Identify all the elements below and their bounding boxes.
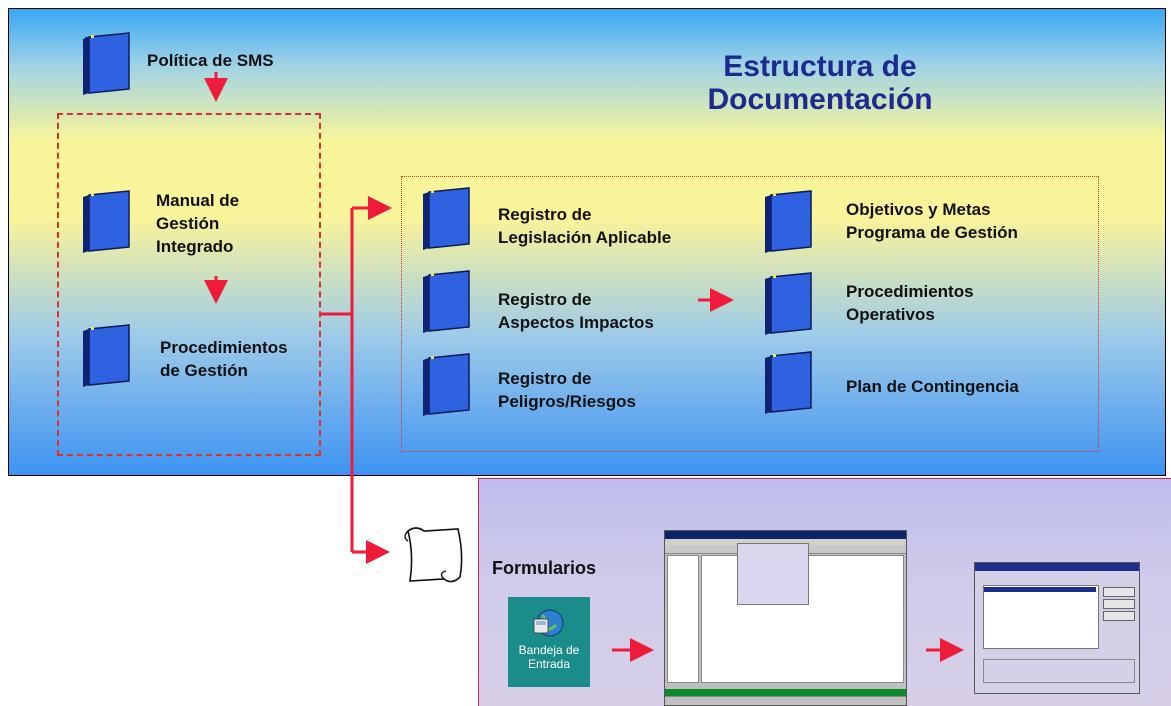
record-label-aspects: Registro de Aspectos Impactos — [498, 290, 654, 332]
binder-icon — [83, 32, 130, 95]
output-label-objectives: Objetivos y Metas Programa de Gestión — [846, 200, 1018, 242]
manual-label: Manual de Gestión Integrado — [156, 191, 240, 256]
inbox-icon: Bandeja de Entrada — [508, 597, 590, 687]
folder-pane — [667, 555, 699, 683]
record-label-legislation: Registro de Legislación Aplicable — [498, 205, 672, 247]
dialog-button — [1103, 611, 1135, 621]
window-menubar — [665, 539, 906, 545]
binder-icon — [423, 353, 470, 416]
records-box — [401, 176, 1099, 452]
output-label-operative: Procedimientos Operativos — [846, 282, 974, 324]
taskbar — [665, 689, 906, 697]
diagram-title: Estructura de Documentación — [707, 50, 933, 116]
policy-label: Política de SMS — [147, 51, 274, 70]
dialog-titlebar — [975, 563, 1139, 571]
dialog-button — [1103, 587, 1135, 597]
binder-icon — [83, 324, 130, 387]
binder-icon — [423, 270, 470, 333]
dialog-button — [1103, 599, 1135, 609]
dialog-list-selection — [984, 587, 1096, 592]
binder-icon — [765, 190, 812, 253]
binder-icon — [83, 190, 130, 253]
binder-icon — [423, 187, 470, 250]
window-titlebar — [665, 531, 906, 539]
record-label-hazards: Registro de Peligros/Riesgos — [498, 369, 636, 411]
output-label-contingency: Plan de Contingencia — [846, 377, 1019, 396]
procedures-label: Procedimientos de Gestión — [160, 338, 288, 380]
menu-dropdown — [737, 543, 809, 605]
management-docs-box — [57, 113, 321, 456]
binder-icon — [765, 272, 812, 335]
forms-label: Formularios — [492, 558, 597, 578]
dialog-list — [983, 585, 1099, 649]
dialog-description-box — [983, 659, 1135, 683]
main-panel — [8, 8, 1166, 476]
exchange-window-thumbnail — [664, 530, 907, 706]
forms-dialog-thumbnail — [974, 562, 1140, 694]
statusbar — [665, 696, 906, 705]
scroll-icon — [404, 527, 463, 583]
binder-icon — [765, 351, 812, 414]
inbox-label: Bandeja de Entrada — [518, 643, 580, 671]
inbox-globe-icon — [533, 609, 564, 637]
